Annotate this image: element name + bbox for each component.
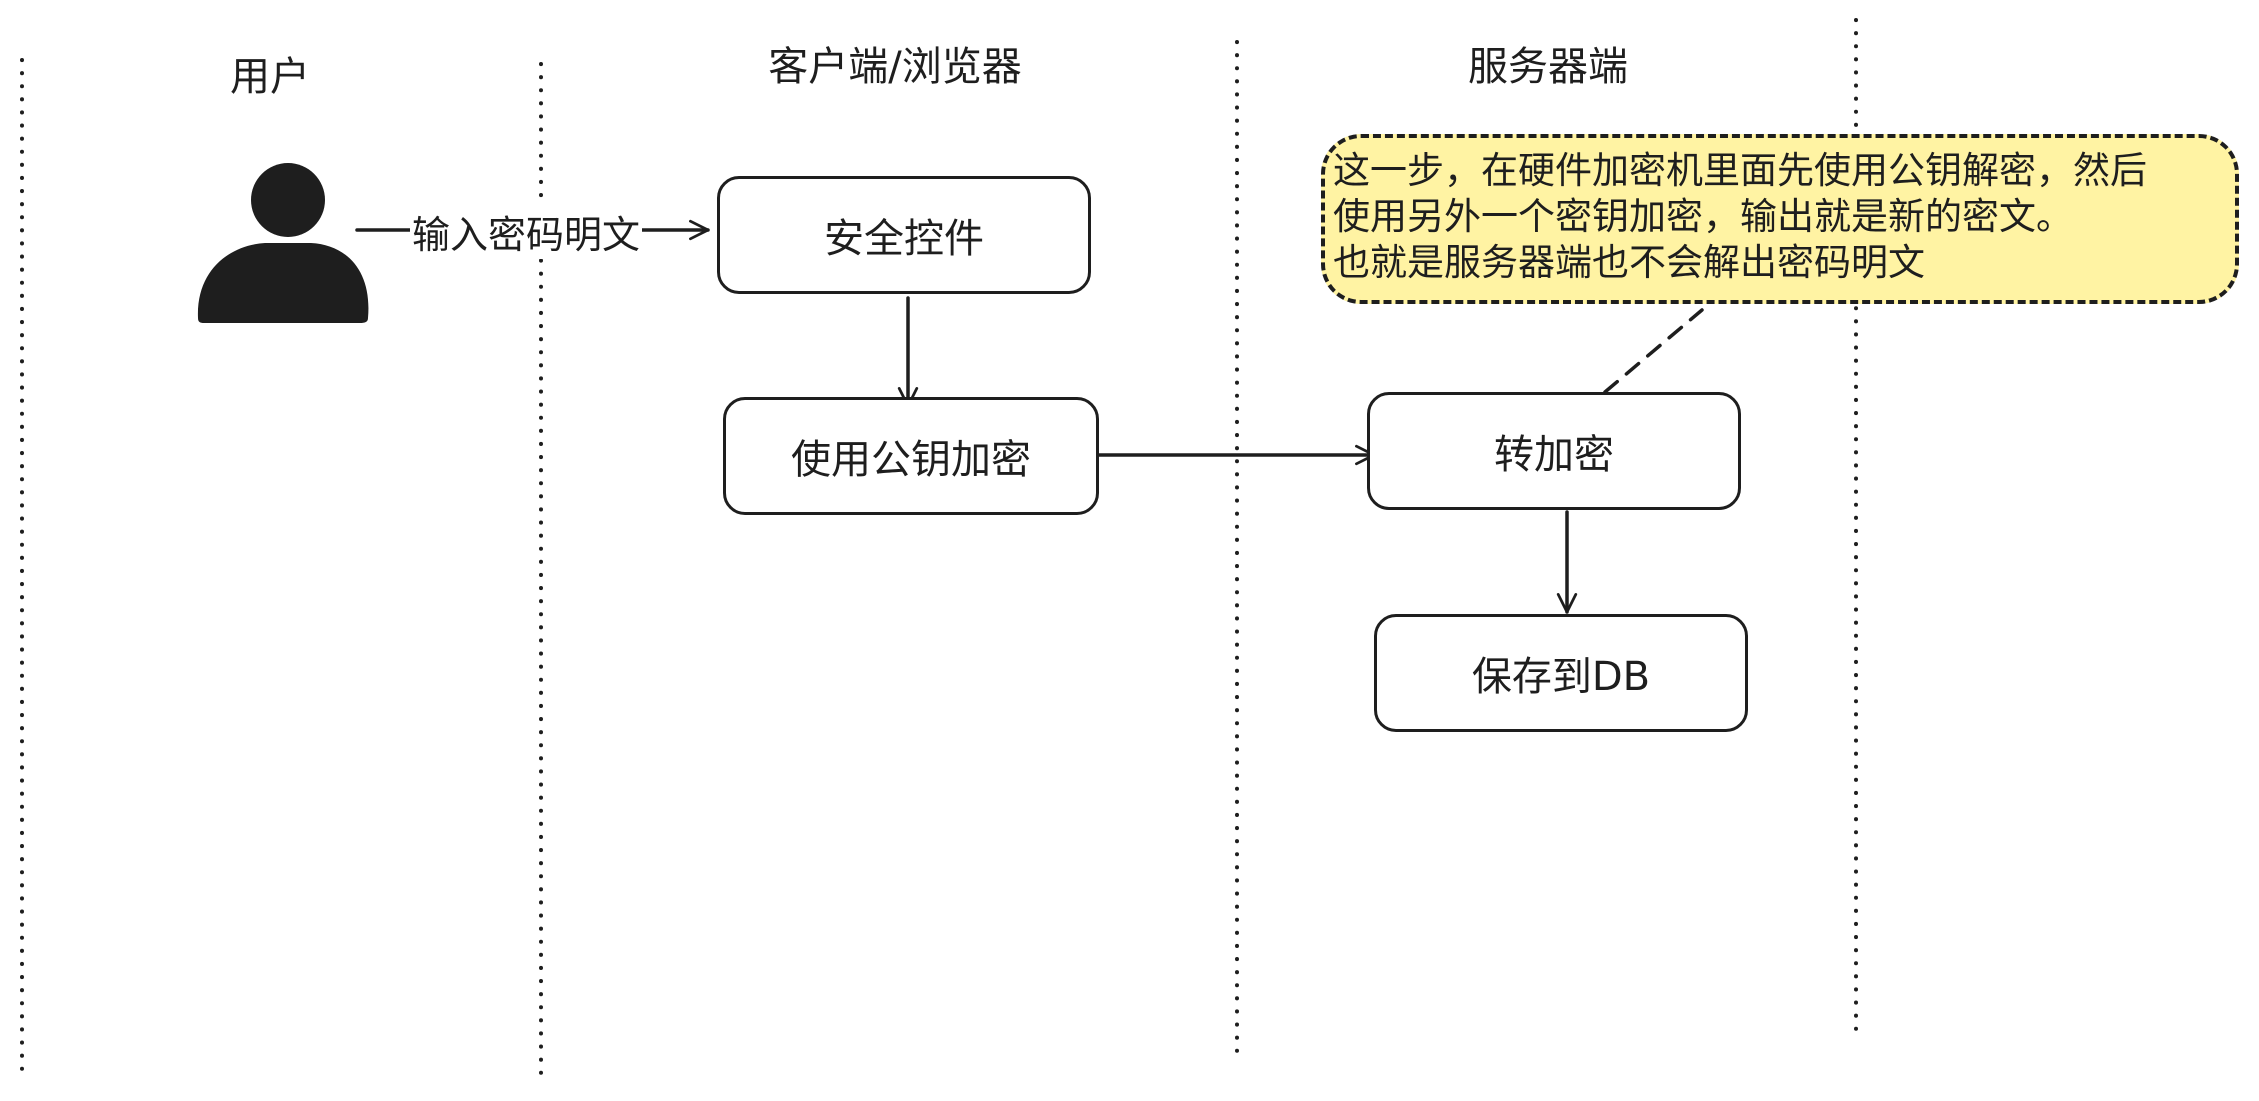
note-line-3: 也就是服务器端也不会解出密码明文: [1333, 241, 1925, 284]
node-save-db[interactable]: 保存到DB: [1374, 614, 1748, 732]
edge-label-user-input: 输入密码明文: [410, 204, 643, 259]
lane-title-server: 服务器端: [1468, 44, 1628, 90]
note-line-2: 使用另外一个密钥加密，输出就是新的密文。: [1333, 195, 2073, 238]
lane-title-user: 用户: [230, 54, 310, 100]
note-connector: [1603, 308, 1704, 394]
note-line-1: 这一步，在硬件加密机里面先使用公钥解密，然后: [1333, 149, 2147, 192]
user-icon: [197, 163, 369, 323]
node-public-key-encrypt[interactable]: 使用公钥加密: [723, 397, 1099, 515]
node-security-control[interactable]: 安全控件: [717, 176, 1091, 294]
node-re-encrypt[interactable]: 转加密: [1367, 392, 1741, 510]
lane-title-client: 客户端/浏览器: [768, 44, 1022, 90]
annotation-note[interactable]: 这一步，在硬件加密机里面先使用公钥解密，然后 使用另外一个密钥加密，输出就是新的…: [1321, 134, 2239, 304]
